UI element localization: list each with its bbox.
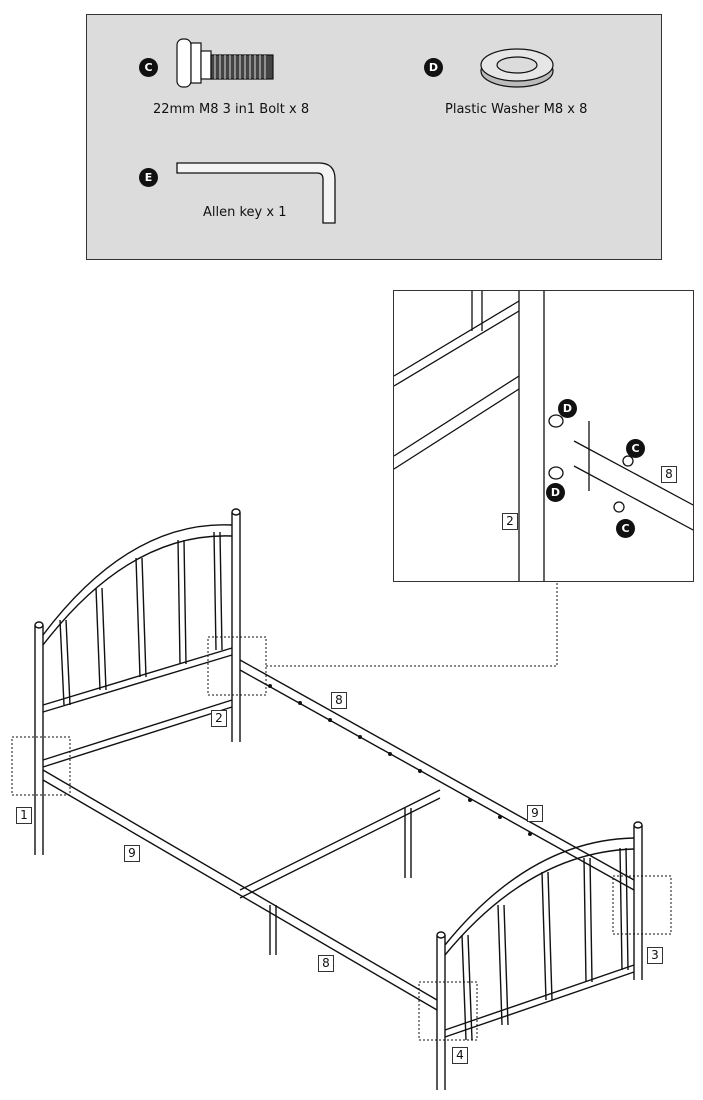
post-1 [34,625,44,855]
callout-post-4: 4 [452,1047,468,1064]
callout-rail-9-left: 9 [124,845,140,862]
detail-part-2: 2 [502,513,518,530]
callout-post-1: 1 [16,807,32,824]
detail-badge-d1: D [558,399,577,418]
detail-badge-c1: C [626,439,645,458]
allen-key-icon [176,162,336,224]
callout-post-2: 2 [211,710,227,727]
part-c-badge: C [139,58,158,77]
washer-icon [480,48,554,88]
headboard-arch [42,524,233,636]
detail-inset: D D C C 8 2 [393,290,694,582]
parts-panel: C 22mm M8 3 in1 Bolt x 8 D Plastic Washe… [86,14,662,260]
detail-washer-2 [548,466,564,480]
joint-zone-2 [207,636,267,696]
callout-rail-9-right: 9 [527,805,543,822]
callout-rail-8-left: 8 [318,955,334,972]
detail-post [518,291,545,581]
post-4 [436,935,446,1090]
parts-illustrations [176,38,554,224]
detail-badge-c2: C [616,519,635,538]
part-d-label: Plastic Washer M8 x 8 [445,102,588,117]
part-c-label: 22mm M8 3 in1 Bolt x 8 [153,102,310,117]
part-d-badge: D [424,58,443,77]
joint-zone-1 [11,736,71,796]
part-e-badge: E [139,168,158,187]
joint-zone-3 [612,875,672,935]
joint-zone-4 [418,981,478,1041]
post-2 [231,512,241,742]
center-cross-rail [239,789,441,899]
detail-rail-bracket [573,421,693,531]
callout-rail-8-right: 8 [331,692,347,709]
detail-part-8: 8 [661,466,677,483]
right-side-rail [239,659,635,891]
part-e-label: Allen key x 1 [203,205,287,220]
detail-washer-1 [548,414,564,428]
detail-bolt-1 [622,455,634,467]
detail-leader-line [266,582,558,667]
callout-post-3: 3 [647,947,663,964]
detail-badge-d2: D [546,483,565,502]
post-3 [633,825,643,980]
bolt-icon [176,38,274,88]
detail-illustration [394,291,693,581]
detail-bolt-2 [613,501,625,513]
left-side-rail [42,769,438,1011]
